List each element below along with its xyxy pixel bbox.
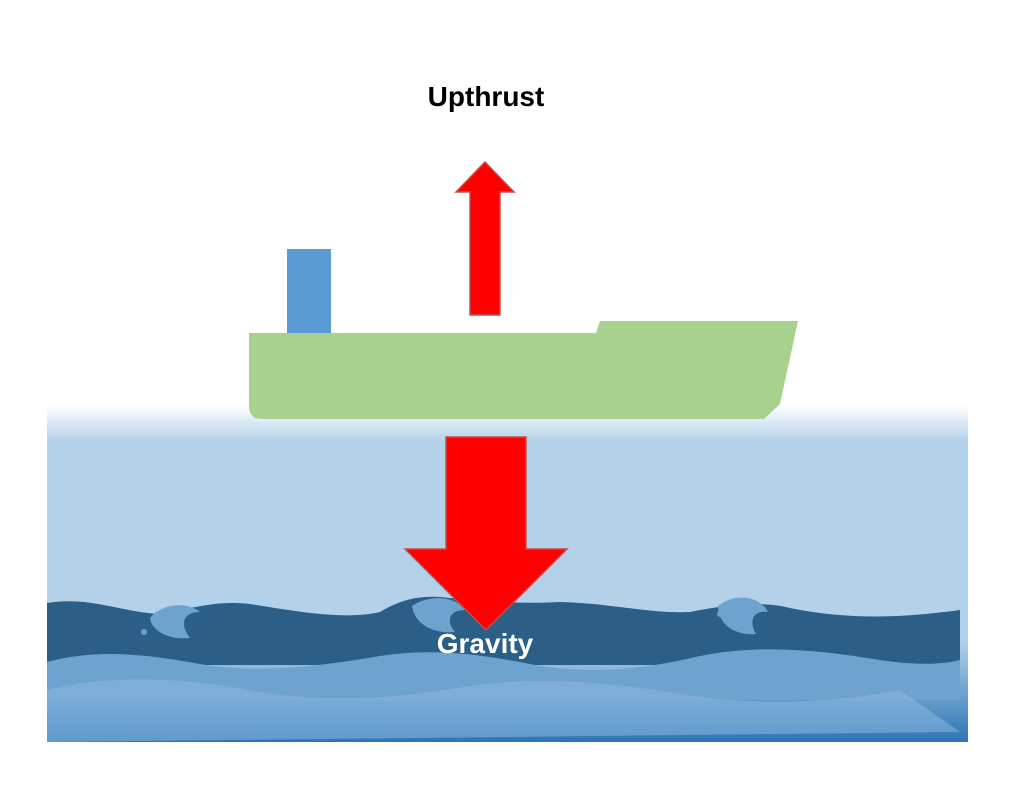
boat-funnel: [287, 249, 331, 335]
waves-icon: [47, 596, 960, 742]
gravity-label: Gravity: [437, 628, 534, 659]
upthrust-label: Upthrust: [428, 81, 545, 112]
boat-icon: [249, 249, 798, 419]
wave-mid-band: [47, 649, 960, 700]
boat-hull: [249, 321, 798, 419]
arrow-up-icon: [454, 160, 516, 316]
wave-light-swell: [47, 679, 960, 742]
wave-droplet-left: [141, 629, 147, 635]
wave-droplet-right: [717, 611, 723, 617]
wave-curl-left: [150, 605, 200, 639]
arrow-down-icon: [403, 436, 569, 632]
wave-curl-center: [412, 598, 465, 633]
wave-curl-right: [718, 597, 768, 635]
